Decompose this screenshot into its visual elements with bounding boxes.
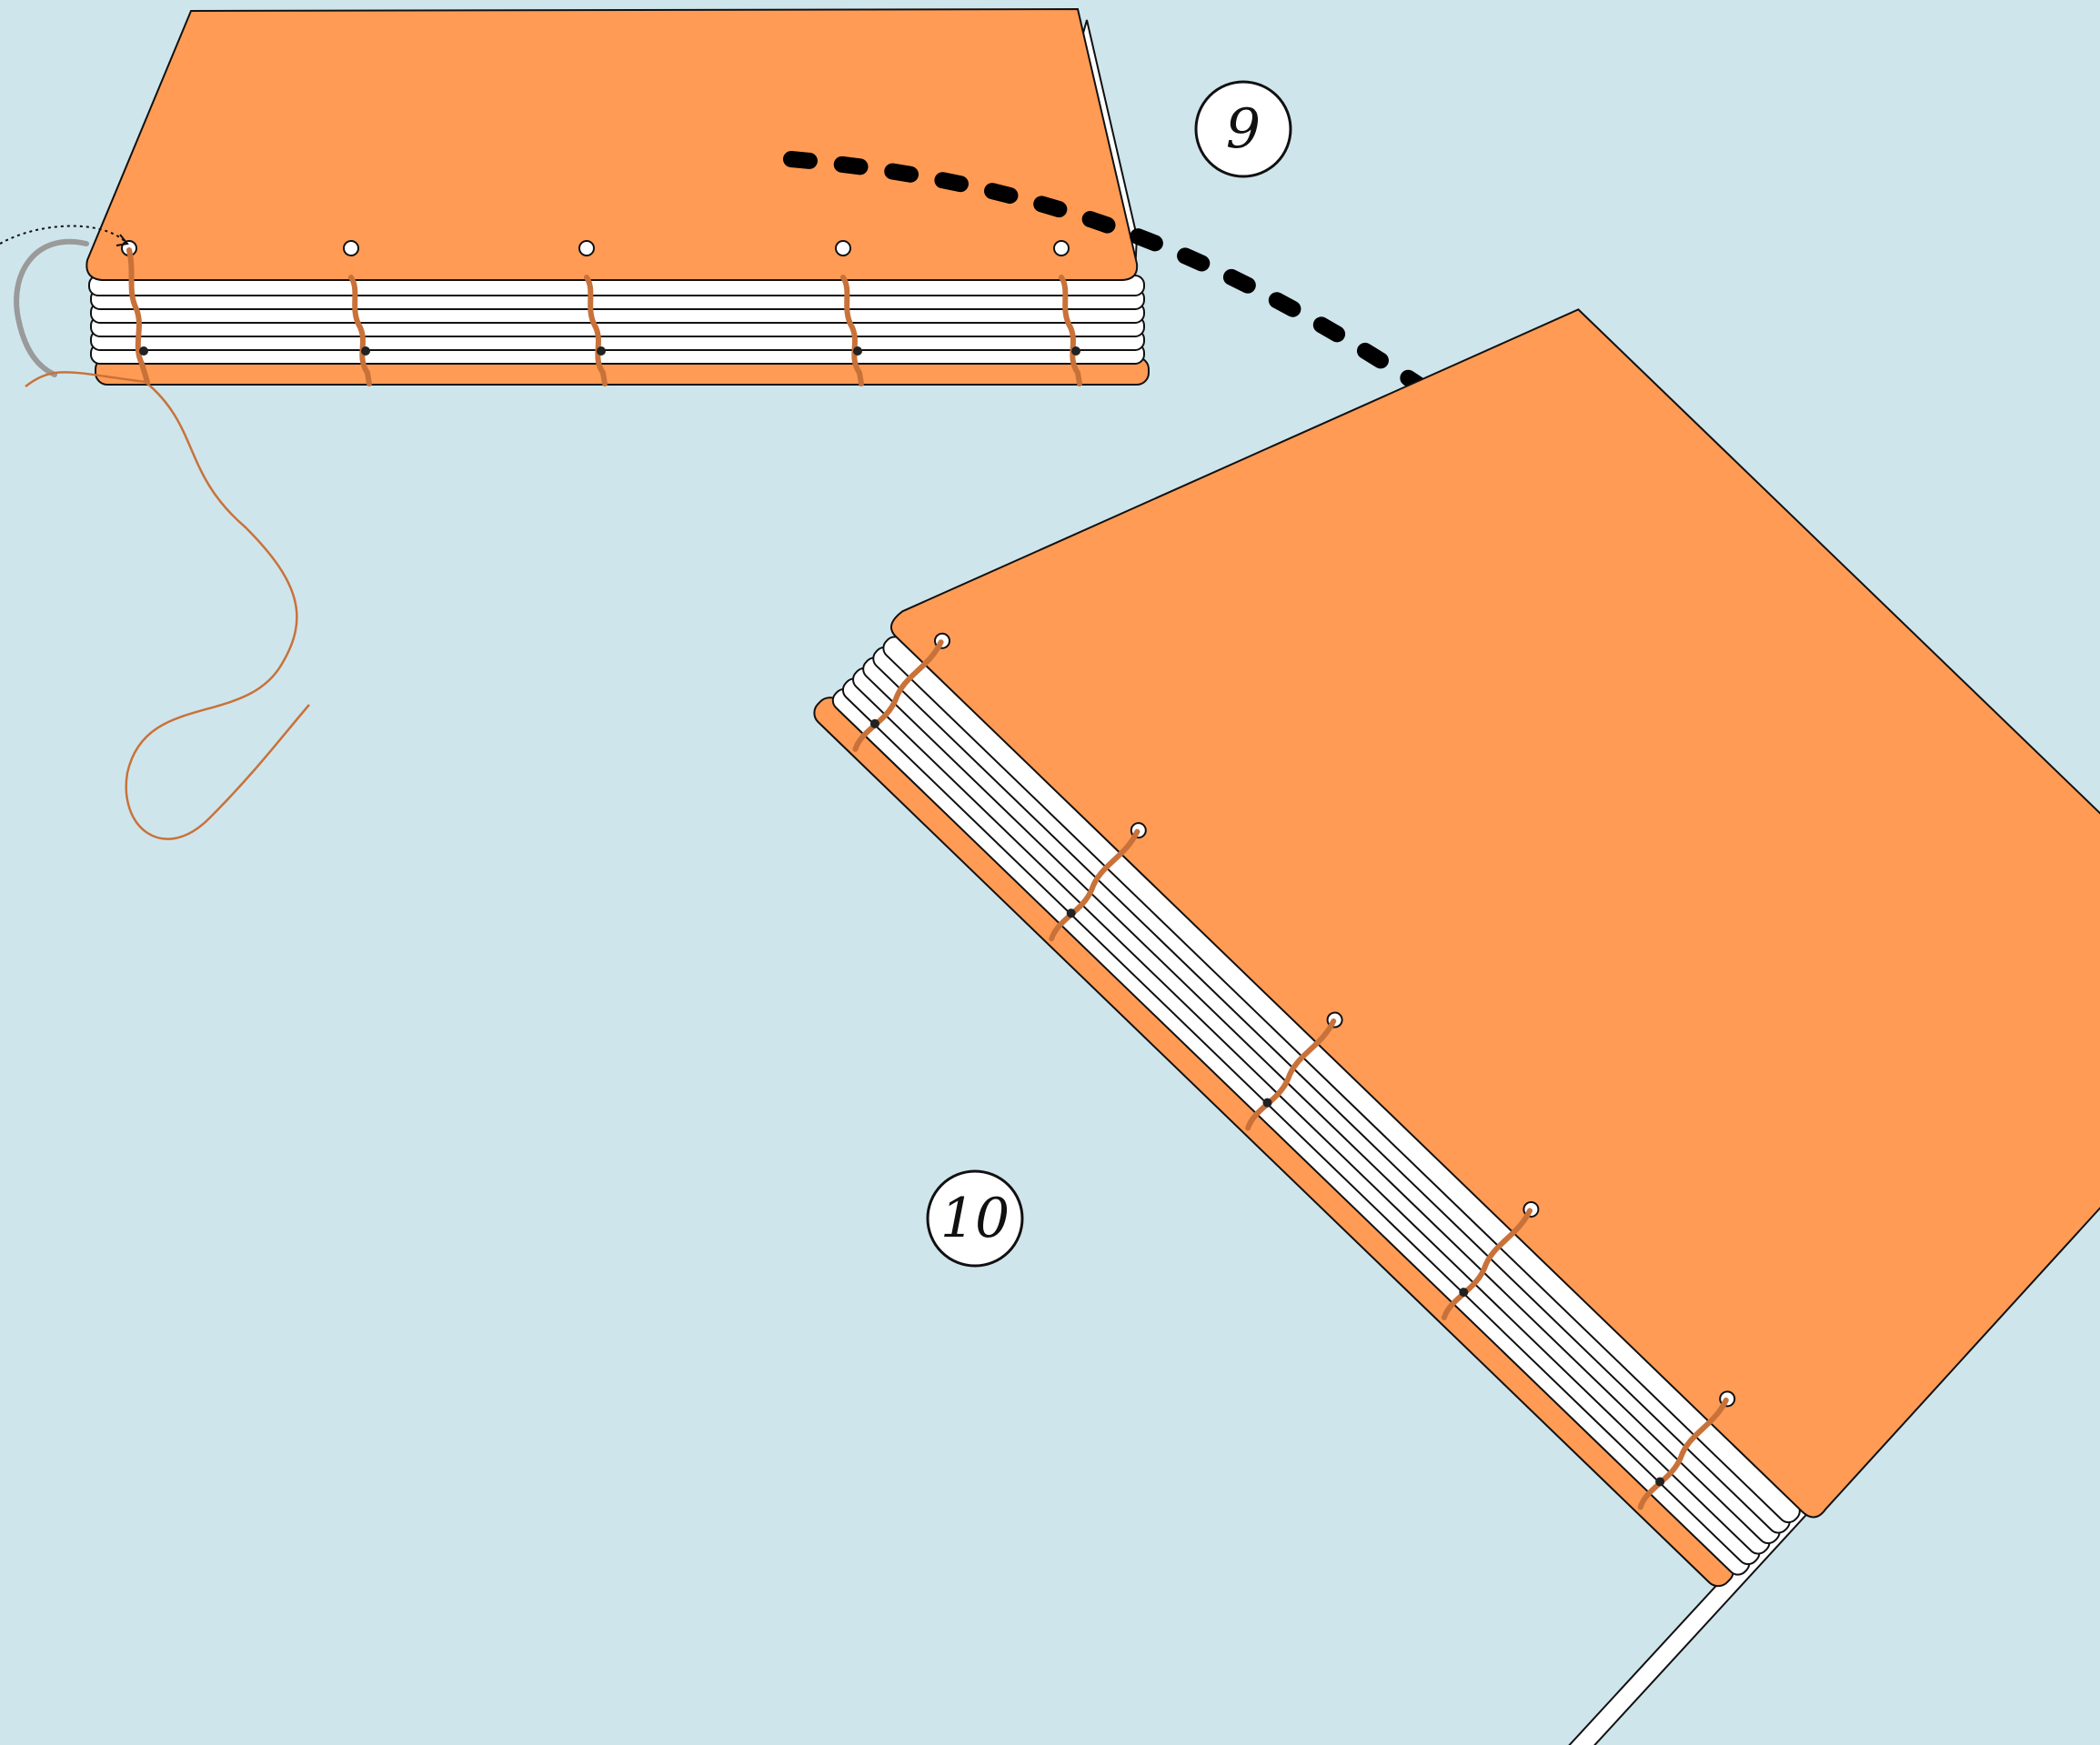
- needle-path: [0, 225, 126, 245]
- step-9-number: 9: [1226, 97, 1261, 161]
- front-cover: [889, 308, 2100, 1519]
- stitch-knots: [869, 718, 1665, 1487]
- needle-icon: [14, 238, 89, 377]
- step-10-number: 10: [940, 1187, 1010, 1250]
- front-cover: [85, 7, 1139, 281]
- spine-stitches: [852, 639, 1729, 1510]
- book-step-9: [0, 7, 1150, 840]
- step-9-badge: 9: [1194, 80, 1292, 178]
- page-stack: [88, 275, 1145, 365]
- spine-stitches: [126, 247, 1082, 386]
- loose-thread: [25, 371, 310, 840]
- stitch-knots: [139, 346, 1080, 356]
- book-step-10: [813, 308, 2100, 1745]
- step-10-badge: 10: [926, 1169, 1024, 1268]
- needle-path-arrowhead: [116, 234, 129, 246]
